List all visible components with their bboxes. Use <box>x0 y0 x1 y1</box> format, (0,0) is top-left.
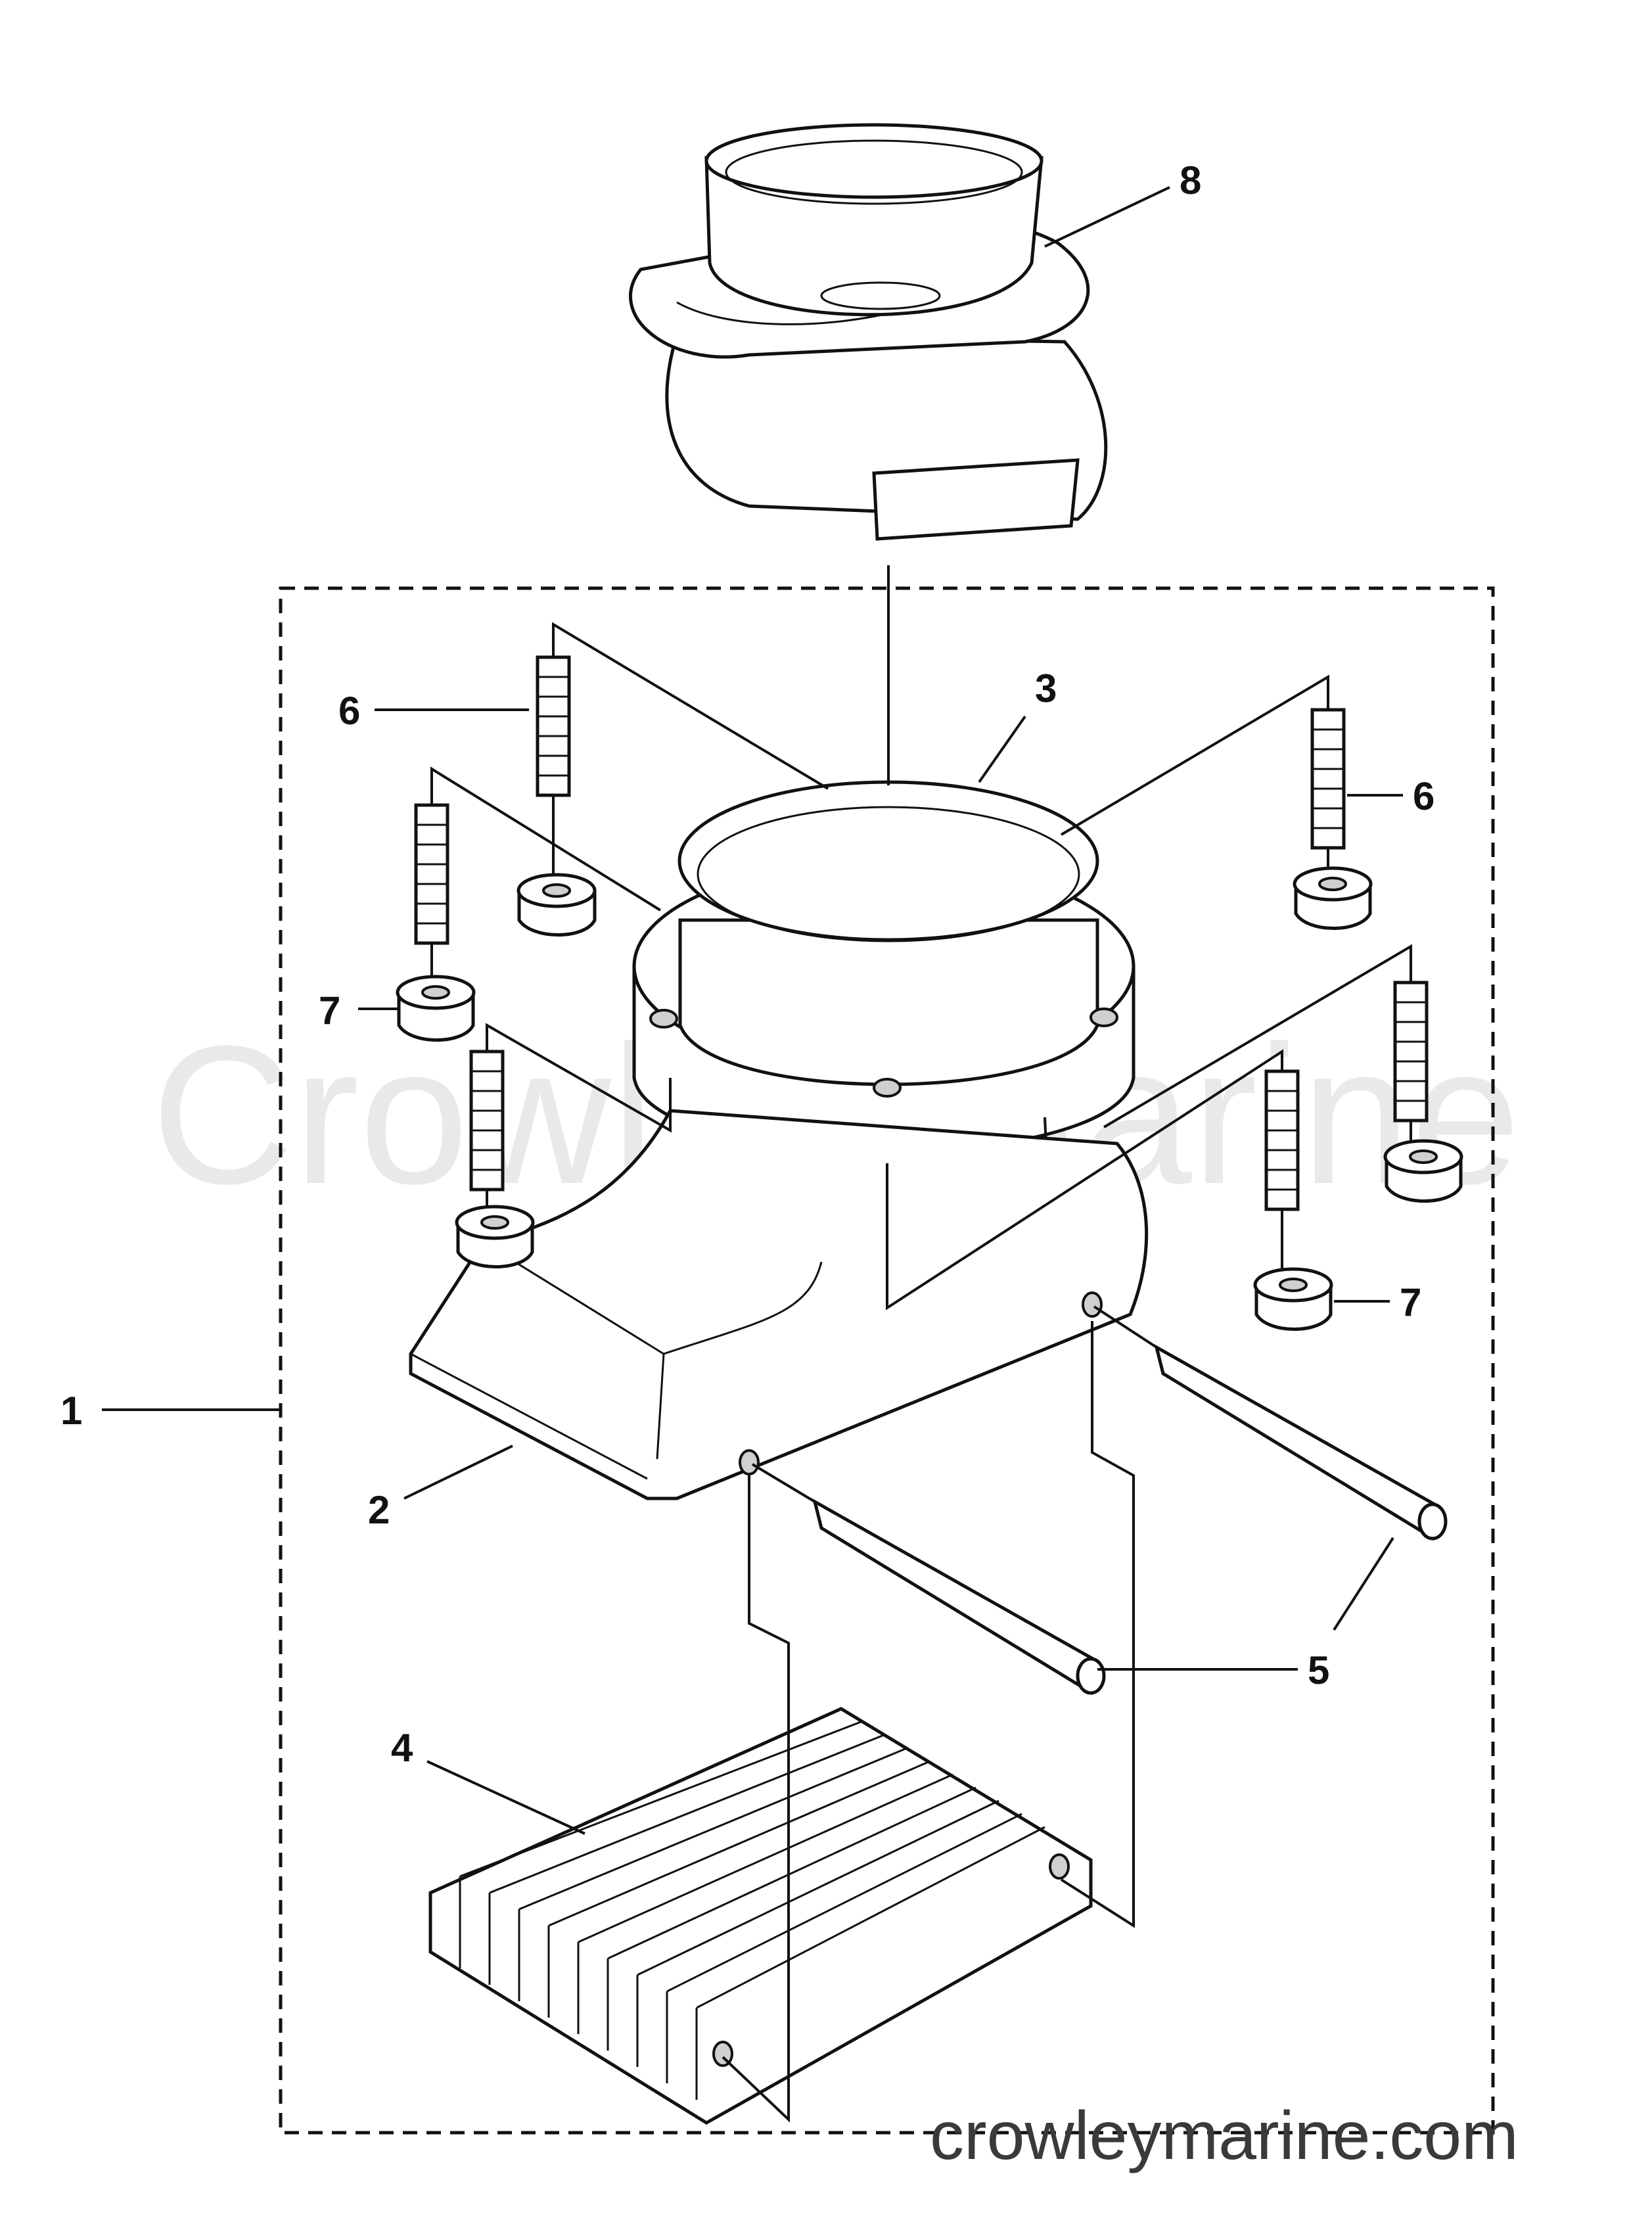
alignment-lines <box>430 565 1412 2123</box>
callout-7-left: 7 <box>319 988 340 1032</box>
callout-5: 5 <box>1308 1648 1329 1692</box>
stud-top-left <box>536 655 571 797</box>
callout-2: 2 <box>368 1488 390 1532</box>
nut <box>1253 1267 1333 1331</box>
callout-6-right: 6 <box>1413 774 1434 818</box>
callout-1: 1 <box>60 1389 82 1433</box>
part-5-pin <box>812 1498 1106 1696</box>
part-3-mounting-ring <box>632 780 1136 1153</box>
part-8-intake-sleeve <box>629 123 1108 541</box>
callout-3: 3 <box>1035 666 1057 710</box>
nut <box>516 873 597 937</box>
grate-hole <box>1049 1853 1070 1880</box>
nut <box>1383 1139 1463 1203</box>
nut <box>396 975 476 1042</box>
callout-7-right: 7 <box>1400 1280 1421 1324</box>
assembly-boundary <box>279 586 1495 2135</box>
nut <box>1293 866 1373 930</box>
stud-lower-right <box>1264 1069 1300 1211</box>
stud-top-right <box>1310 708 1346 850</box>
bolt-hole <box>1090 1008 1118 1027</box>
stud-left <box>414 803 449 945</box>
callout-8: 8 <box>1180 158 1201 202</box>
part-4-grate <box>428 1707 1093 2125</box>
stud-right <box>1393 981 1429 1123</box>
stud-lower-left <box>469 1050 505 1192</box>
callout-6-left: 6 <box>338 689 360 733</box>
part-5-pin <box>1154 1343 1448 1541</box>
callout-leaders <box>102 186 1403 1835</box>
callout-4: 4 <box>391 1726 413 1770</box>
bolt-hole <box>873 1078 902 1098</box>
bolt-hole <box>649 1009 678 1029</box>
part-2-intake-housing <box>409 1109 1149 1500</box>
site-watermark-text: crowleymarine.com <box>930 2098 1519 2174</box>
pin-hole <box>1082 1291 1103 1318</box>
pin-hole <box>739 1449 760 1475</box>
nut <box>455 1205 535 1268</box>
